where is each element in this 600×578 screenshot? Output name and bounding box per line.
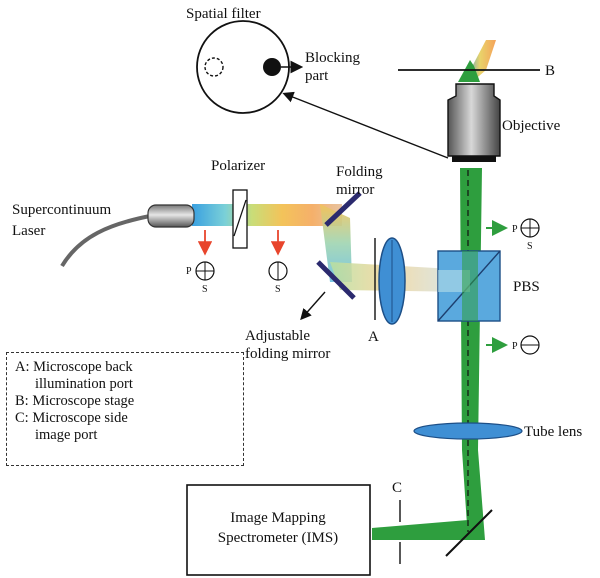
- laser-head: [147, 204, 195, 228]
- ims-label-1: Image Mapping: [230, 510, 326, 526]
- legend-a-line2: illumination port: [35, 376, 133, 392]
- pol-s-label-2: S: [275, 284, 281, 295]
- adjustable-mirror-arrow: [300, 291, 326, 321]
- legend-b-line: B: Microscope stage: [15, 393, 135, 409]
- legend-a-line1: A: Microscope back: [15, 359, 133, 375]
- adjustable-mirror-label-2: folding mirror: [245, 346, 330, 362]
- legend-box: A: Microscope back illumination port B: …: [6, 352, 244, 466]
- legend-c-line2: image port: [35, 427, 98, 443]
- spatial-filter-open-aperture: [204, 57, 224, 77]
- beam-top-green: [458, 60, 480, 82]
- beam-laser-to-mirror: [192, 204, 342, 226]
- folding-mirror-label-2: mirror: [336, 182, 374, 198]
- objective-base: [452, 156, 496, 162]
- pol-p-label-1: P: [186, 266, 192, 277]
- folding-mirror-label-1: Folding: [336, 164, 383, 180]
- objective-label: Objective: [502, 118, 561, 134]
- beam-green-to-ims: [372, 520, 474, 540]
- polarizer-label: Polarizer: [211, 158, 265, 174]
- tube-lens: [413, 422, 523, 440]
- folding-mirror: [324, 191, 362, 227]
- blocking-part-label-1: Blocking: [305, 50, 360, 66]
- side-port-mirror: [445, 509, 493, 557]
- tube-lens-label: Tube lens: [524, 424, 582, 440]
- pol-p-label-2: P: [512, 224, 518, 235]
- pbs-green-overlay: [462, 251, 478, 321]
- filter-conjugate-arrow: [282, 91, 449, 159]
- pol-p-label-3: P: [512, 341, 518, 352]
- pol-s-label-3: S: [527, 241, 533, 252]
- adjustable-mirror-label-1: Adjustable: [245, 328, 310, 344]
- blocking-part-label-2: part: [305, 68, 329, 84]
- ims-box: [186, 484, 371, 576]
- laser-fiber: [60, 214, 151, 268]
- blocking-part-dot: [263, 58, 281, 76]
- ims-label-2: Spectrometer (IMS): [218, 530, 338, 546]
- port-c-label: C: [392, 480, 402, 496]
- spatial-filter-label: Spatial filter: [186, 6, 261, 22]
- polarizer-axis: [233, 199, 247, 237]
- laser-label-1: Supercontinuum: [12, 202, 111, 218]
- pol-s-label-1: S: [202, 284, 208, 295]
- stage-b-label: B: [545, 63, 555, 79]
- beam-green-vertical: [460, 168, 485, 540]
- laser-label-2: Laser: [12, 223, 45, 239]
- legend-c-line1: C: Microscope side: [15, 410, 128, 426]
- pbs-label: PBS: [513, 279, 540, 295]
- port-a-label: A: [368, 329, 379, 345]
- adjustable-folding-mirror: [316, 260, 356, 300]
- objective-lens: [447, 83, 501, 157]
